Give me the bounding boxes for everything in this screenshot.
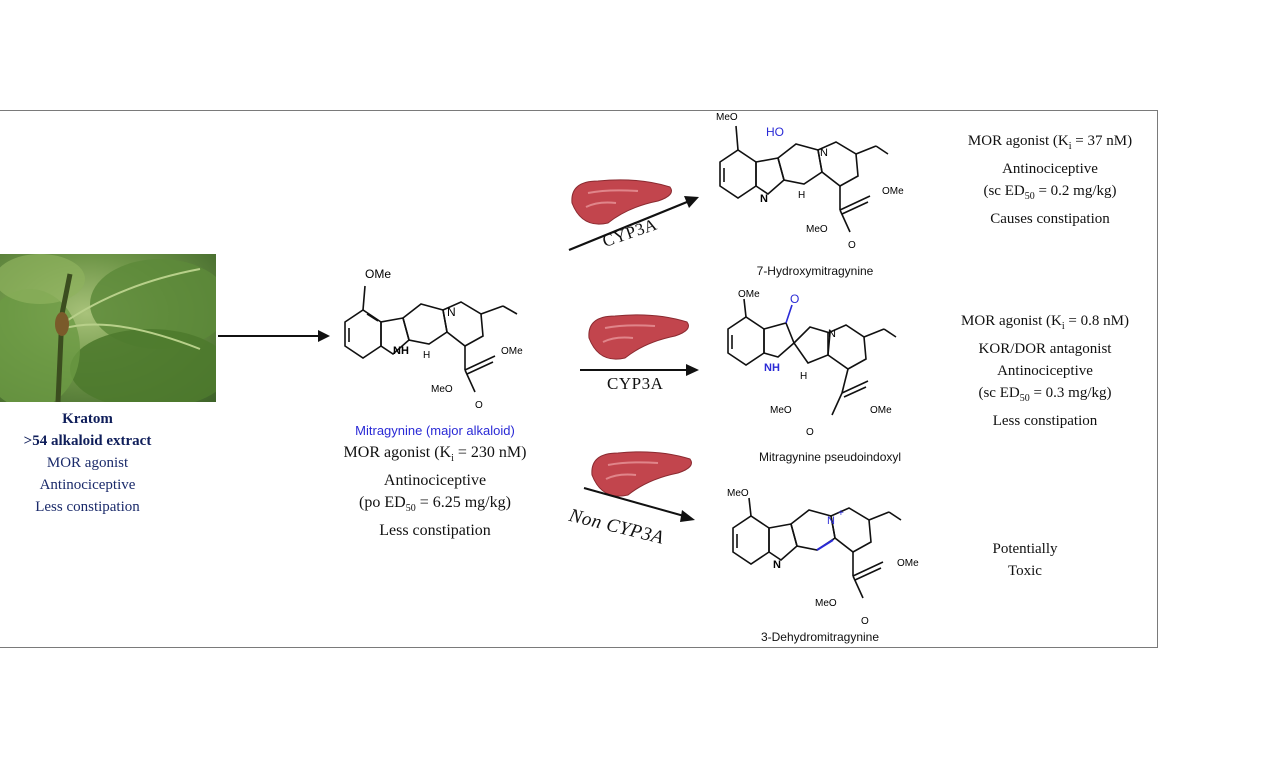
atom-charge: + (838, 508, 844, 519)
mitragynine-ed50: (po ED50 = 6.25 mg/kg) (359, 494, 511, 515)
atom-n-ring: N (773, 559, 781, 571)
atom-n: N (828, 328, 836, 340)
kratom-mor: MOR agonist (46, 455, 129, 471)
mitragynine-pseudoindoxyl-properties: MOR agonist (Ki = 0.8 nM) KOR/DOR antago… (930, 310, 1160, 432)
atom-meo: MeO (770, 405, 792, 416)
atom-ome: OMe (365, 267, 391, 281)
3-dehydromitragynine-properties: Potentially Toxic (960, 538, 1090, 582)
3-dehydromitragynine-name: 3-Dehydromitragynine (760, 630, 880, 644)
prop-constipation: Less constipation (992, 413, 1098, 429)
atom-ome: OMe (738, 289, 760, 300)
atom-meo: MeO (716, 112, 738, 123)
atom-n-plus: N (827, 515, 835, 527)
atom-h: H (800, 371, 807, 382)
atom-meo-2: MeO (806, 224, 828, 235)
mitragynine-name: Mitragynine (major alkaloid) (355, 423, 515, 438)
mitragynine-pseudoindoxyl-structure: OMe O NH N H MeO OMe O (727, 289, 897, 438)
liver-icon (571, 179, 672, 225)
kratom-constipation: Less constipation (35, 499, 140, 515)
atom-ome-2: OMe (501, 346, 523, 357)
atom-nh: NH (764, 362, 780, 374)
kratom-extract: >54 alkaloid extract (23, 433, 152, 449)
atom-meo: MeO (431, 384, 453, 395)
arrow-icon (568, 196, 699, 252)
kratom-description: Kratom >54 alkaloid extract MOR agonist … (0, 408, 175, 518)
atom-h: H (423, 350, 430, 361)
mitragynine-constipation: Less constipation (379, 522, 491, 540)
prop-ed50: (sc ED50 = 0.2 mg/kg) (983, 183, 1117, 202)
prop-mor: MOR agonist (Ki = 37 nM) (967, 133, 1133, 152)
atom-meo: MeO (727, 488, 749, 499)
mitragynine-structure: OMe NH N H OMe MeO O (344, 267, 523, 411)
atom-o: O (848, 240, 856, 251)
figure-frame (0, 110, 1158, 648)
atom-n: N (820, 147, 828, 159)
7-hydroxymitragynine-structure: MeO HO N N H OMe MeO O (716, 112, 904, 251)
prop-constipation: Causes constipation (990, 211, 1110, 227)
atom-meo-2: MeO (815, 598, 837, 609)
mitragynine-pseudoindoxyl-name: Mitragynine pseudoindoxyl (758, 450, 902, 464)
prop-potentially: Potentially (992, 541, 1058, 557)
kratom-title: Kratom (62, 411, 113, 427)
atom-ome: OMe (897, 558, 919, 569)
kratom-antinociceptive: Antinociceptive (39, 477, 136, 493)
prop-antinociceptive: Antinociceptive (997, 363, 1093, 379)
liver-icon (588, 314, 689, 360)
prop-kor-dor: KOR/DOR antagonist (978, 341, 1112, 357)
mitragynine-antinociceptive: Antinociceptive (383, 472, 487, 490)
atom-o: O (861, 616, 869, 627)
7-hydroxymitragynine-name: 7-Hydroxymitragynine (756, 264, 874, 278)
atom-o: O (475, 400, 483, 411)
arrow-icon (583, 487, 695, 522)
mitragynine-mor: MOR agonist (Ki = 230 nM) (343, 444, 527, 465)
kratom-leaf-photo (0, 254, 216, 402)
atom-o: O (790, 292, 799, 306)
prop-toxic: Toxic (1008, 563, 1042, 579)
atom-o-2: O (806, 427, 814, 438)
arrow-icon (218, 330, 330, 342)
atom-ho: HO (766, 125, 784, 139)
mitragynine-description: Mitragynine (major alkaloid) MOR agonist… (305, 420, 565, 542)
liver-icon (591, 451, 692, 497)
atom-n: N (447, 305, 456, 319)
prop-mor: MOR agonist (Ki = 0.8 nM) (961, 313, 1129, 332)
atom-h: H (798, 190, 805, 201)
atom-ome-2: OMe (870, 405, 892, 416)
prop-ed50: (sc ED50 = 0.3 mg/kg) (978, 385, 1112, 404)
7-hydroxymitragynine-properties: MOR agonist (Ki = 37 nM) Antinociceptive… (940, 130, 1160, 230)
arrow-icon (580, 364, 699, 376)
prop-antinociceptive: Antinociceptive (1002, 161, 1098, 177)
atom-nh: NH (393, 345, 409, 357)
atom-n-ring: N (760, 193, 768, 205)
leaf-illustration (0, 254, 216, 402)
pathway-label-middle: CYP3A (607, 374, 664, 393)
3-dehydromitragynine-structure: MeO N N + OMe MeO O (727, 488, 919, 627)
atom-ome: OMe (882, 186, 904, 197)
